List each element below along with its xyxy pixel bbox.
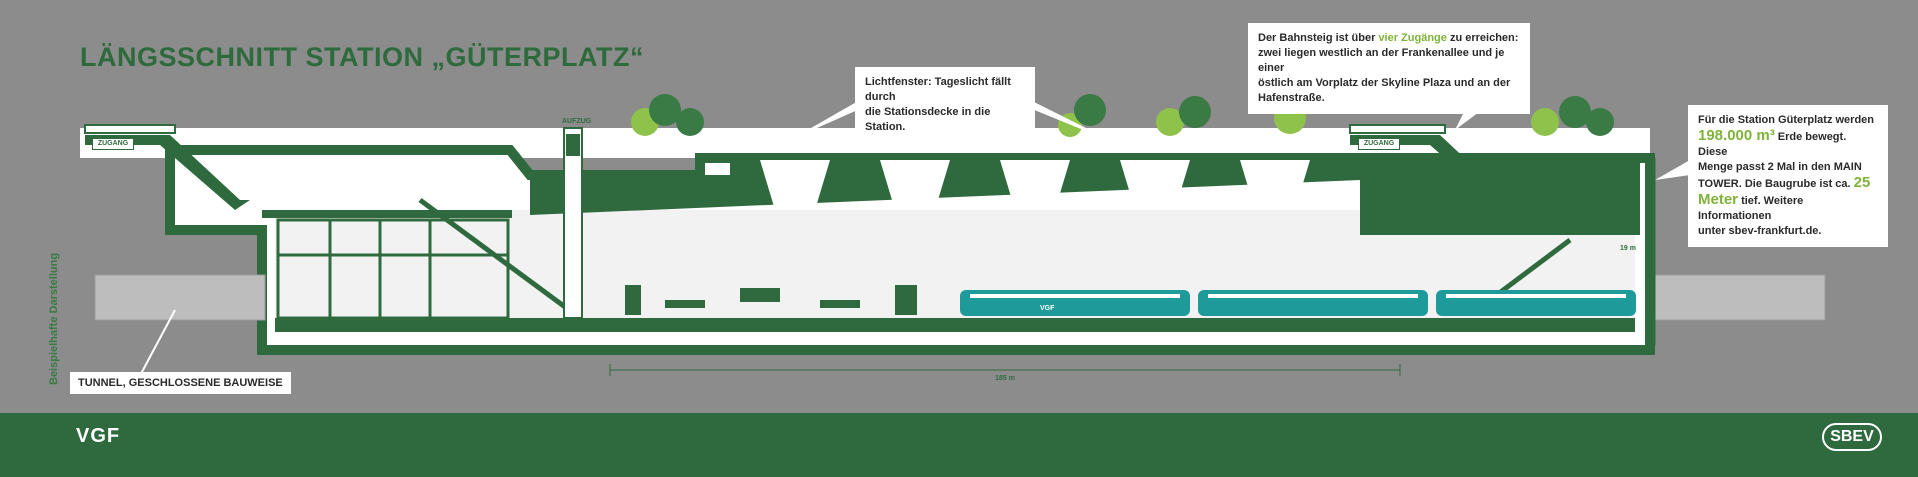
earth-callout-line1: Für die Station Güterplatz werden (1698, 114, 1875, 126)
access-callout: Der Bahnsteig ist über vier Zugänge zu e… (1248, 23, 1530, 114)
glass-wall (276, 218, 510, 320)
earth-callout-line6: unter sbev-frankfurt.de. (1698, 225, 1822, 237)
platform-floor (275, 318, 1635, 332)
skylight-callout-line1: Lichtfenster: Tageslicht fällt durch (865, 76, 1011, 103)
earth-volume-highlight: 198.000 m³ (1698, 127, 1775, 144)
page-title: LÄNGSSCHNITT STATION „GÜTERPLATZ“ (80, 42, 644, 72)
depth-unit-highlight: Meter (1698, 191, 1739, 208)
elevator-cab (566, 134, 580, 156)
access-callout-line2: zwei liegen westlich an der Frankenallee… (1258, 47, 1505, 74)
access-callout-line3: östlich am Vorplatz der Skyline Plaza un… (1258, 77, 1511, 89)
length-dimension-label: 185 m (995, 375, 1015, 382)
depth-dimension-label: 19 m (1620, 245, 1636, 252)
train-2 (1198, 290, 1428, 316)
earth-callout-line3: Menge passt 2 Mal in den MAIN (1698, 161, 1862, 173)
skylight-callout-line2: die Stationsdecke in die Station. (865, 106, 991, 133)
skylight-3 (1000, 160, 1070, 210)
train-1 (960, 290, 1190, 316)
side-label: Beispielhafte Darstellung (48, 252, 60, 385)
mezzanine-floor (262, 210, 512, 218)
skylight-1 (760, 160, 830, 210)
sign-zugang-right: ZUGANG (1358, 138, 1400, 150)
skylight-openings (760, 160, 1310, 210)
sign-aufzug: AUFZUG (562, 118, 592, 125)
skylight-4 (1120, 160, 1190, 210)
tunnel-left (94, 274, 266, 321)
access-count-highlight: vier Zugänge (1378, 32, 1447, 44)
skylight-5 (1240, 160, 1310, 210)
sign-zugang-left: ZUGANG (92, 138, 134, 150)
earth-callout-line4: TOWER. Die Baugrube ist ca. 25 (1698, 174, 1871, 191)
sbev-logo: SBEV (1822, 423, 1882, 451)
elevator-shaft (563, 127, 583, 319)
train-3 (1436, 290, 1636, 316)
platform-furniture (625, 285, 917, 315)
escalator-left (418, 197, 582, 321)
skylight-callout-pointer-2 (1010, 100, 1120, 145)
depth-number-highlight: 25 (1853, 174, 1871, 191)
earth-callout: Für die Station Güterplatz werden 198.00… (1688, 105, 1888, 247)
skylight-2 (880, 160, 950, 210)
earth-callout-line5: Meter tief. Weitere Informationen (1698, 191, 1804, 222)
earth-callout-line2: 198.000 m³ Erde bewegt. Diese (1698, 127, 1847, 158)
access-callout-line4: Hafenstraße. (1258, 92, 1325, 104)
trains (960, 290, 1636, 316)
tunnel-right (1654, 274, 1826, 321)
track-bed (275, 332, 1635, 340)
footer-bar (0, 413, 1918, 477)
earth-callout-pointer (1655, 160, 1690, 180)
access-callout-line1: Der Bahnsteig ist über vier Zugänge zu e… (1258, 32, 1519, 44)
vgf-logo: VGF (76, 425, 121, 447)
skylight-callout: Lichtfenster: Tageslicht fällt durch die… (855, 67, 1035, 143)
left-entrance-roof (84, 124, 176, 134)
train-logo: VGF (1040, 305, 1055, 312)
right-entrance-roof (1349, 124, 1446, 134)
tunnel-label: TUNNEL, GESCHLOSSENE BAUWEISE (70, 372, 291, 394)
